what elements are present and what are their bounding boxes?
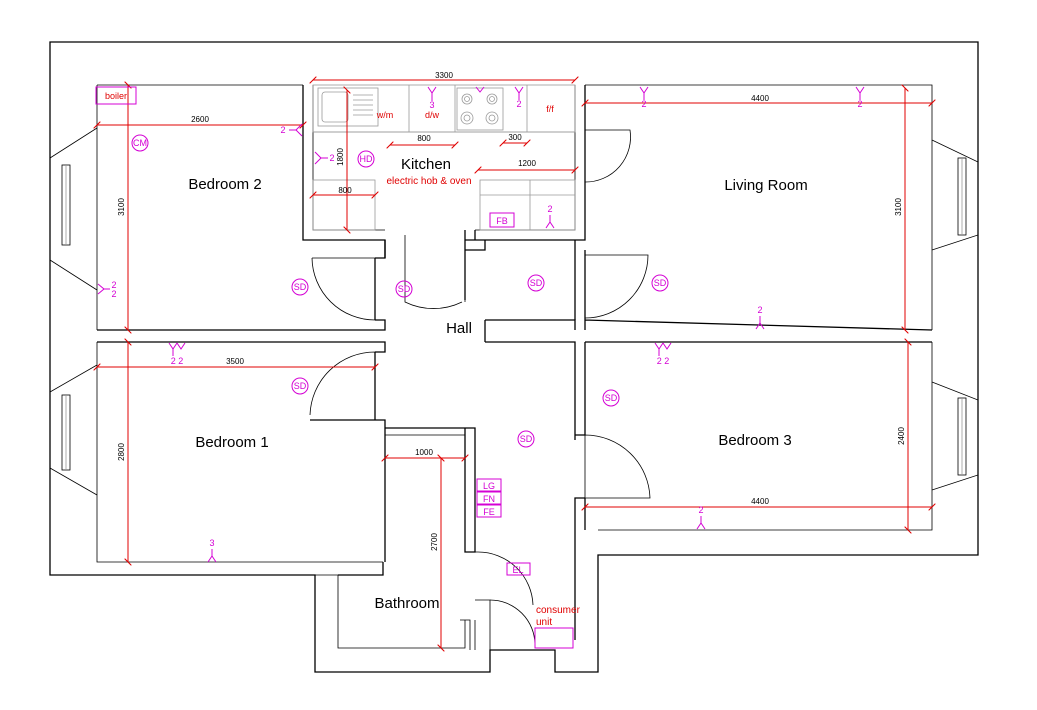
socket-label: 2	[857, 99, 862, 109]
socket-icon: 3	[207, 538, 217, 563]
smoke-detector-icon: SD	[291, 278, 309, 296]
socket-double-icon: 2 2	[168, 342, 186, 366]
fe-label: FE	[483, 507, 495, 517]
el-icon: EL	[506, 562, 531, 576]
sd-label: SD	[294, 282, 307, 292]
dim-bed1-depth: 2800	[117, 443, 126, 461]
room-label-hall: Hall	[446, 320, 472, 337]
label-fridge-freezer: f/f	[546, 104, 554, 114]
room-label-bedroom1: Bedroom 1	[195, 434, 268, 451]
label-consumer-unit-2: unit	[536, 617, 552, 628]
hall-panel-icons: LG FN FE	[476, 478, 502, 518]
label-dishwasher: d/w	[425, 110, 440, 120]
dim-living-width: 4400	[751, 94, 769, 103]
smoke-detector-icon: SD	[651, 274, 669, 292]
socket-icon: 2	[545, 204, 555, 229]
socket-label: 2	[329, 153, 334, 163]
room-label-living: Living Room	[724, 177, 807, 194]
hd-label: HD	[360, 154, 373, 164]
smoke-detector-icon: SD	[395, 280, 413, 298]
window-bedroom2	[49, 127, 98, 291]
socket-label: 2	[641, 99, 646, 109]
socket-icon: 2	[280, 123, 303, 137]
socket-label: 3	[209, 538, 214, 548]
sd-label: SD	[654, 278, 667, 288]
socket-label: 3	[429, 100, 434, 110]
room-label-bathroom: Bathroom	[374, 595, 439, 612]
socket-label: 2	[111, 289, 116, 299]
socket-label: 2	[547, 204, 552, 214]
dim-bed3-width: 4400	[751, 497, 769, 506]
sd-label: SD	[294, 381, 307, 391]
socket-icon: 2	[314, 151, 335, 165]
dim-living-depth: 3100	[894, 198, 903, 216]
socket-label: 2	[698, 505, 703, 515]
dim-kitchen-unit-b: 800	[338, 186, 352, 195]
socket-icon: 2 2	[97, 280, 117, 299]
dim-bed3-depth: 2400	[897, 427, 906, 445]
room-label-kitchen: Kitchen	[401, 156, 451, 173]
label-consumer-unit-1: consumer	[536, 605, 581, 616]
dim-bed2-depth: 3100	[117, 198, 126, 216]
dim-bed2-width: 2600	[191, 115, 209, 124]
sd-label: SD	[398, 284, 411, 294]
socket-label: 2	[516, 99, 521, 109]
dimension-lines	[97, 80, 932, 648]
socket-label: 2	[757, 305, 762, 315]
window-bedroom3	[931, 381, 979, 491]
boiler-box	[95, 86, 137, 105]
fire-blanket-icon: FB	[489, 212, 515, 228]
room-label-bedroom3: Bedroom 3	[718, 432, 791, 449]
dim-kitchen-unit-a: 800	[417, 134, 431, 143]
cm-label: CM	[133, 138, 147, 148]
window-living	[931, 139, 979, 251]
smoke-detector-icon: SD	[527, 274, 545, 292]
socket-label: 2 2	[171, 356, 184, 366]
fn-label: FN	[483, 494, 495, 504]
socket-icon: 2	[696, 505, 706, 530]
window-bedroom1	[49, 364, 98, 496]
kitchen-note: electric hob & oven	[386, 176, 471, 187]
socket-label: 2	[280, 125, 285, 135]
socket-icon: 2	[639, 86, 649, 109]
el-label: EL	[512, 565, 523, 575]
consumer-unit-box	[534, 627, 574, 649]
socket-icon: 2	[755, 305, 765, 330]
doors	[309, 129, 651, 646]
socket-icon	[475, 86, 485, 93]
dim-bath-width: 1000	[415, 448, 433, 457]
socket-double-icon: 2 2	[654, 342, 672, 366]
label-washing-machine: w/m	[376, 110, 394, 120]
dim-kitchen-unit-d: 1200	[518, 159, 536, 168]
dim-bed1-width: 3500	[226, 357, 244, 366]
fb-label: FB	[496, 216, 508, 226]
socket-label: 2 2	[657, 356, 670, 366]
lg-label: LG	[483, 481, 495, 491]
sd-label: SD	[520, 434, 533, 444]
sd-label: SD	[605, 393, 618, 403]
dim-kitchen-width: 3300	[435, 71, 453, 80]
dim-kitchen-unit-c: 300	[508, 133, 522, 142]
dim-bath-depth: 2700	[430, 533, 439, 551]
dim-kitchen-depth: 1800	[336, 148, 345, 166]
socket-label: 2	[111, 280, 116, 290]
smoke-detector-icon: SD	[602, 389, 620, 407]
smoke-detector-icon: SD	[291, 377, 309, 395]
socket-icon: 2	[514, 86, 524, 109]
sd-label: SD	[530, 278, 543, 288]
socket-icon: 2	[855, 86, 865, 109]
socket-icon: 3	[427, 86, 437, 110]
carbon-monoxide-icon: CM	[131, 134, 149, 152]
hob-icon	[456, 87, 504, 131]
label-boiler: boiler	[105, 91, 127, 101]
sink-icon	[317, 87, 379, 127]
room-label-bedroom2: Bedroom 2	[188, 176, 261, 193]
heat-detector-icon: HD	[357, 150, 375, 168]
smoke-detector-icon: SD	[517, 430, 535, 448]
